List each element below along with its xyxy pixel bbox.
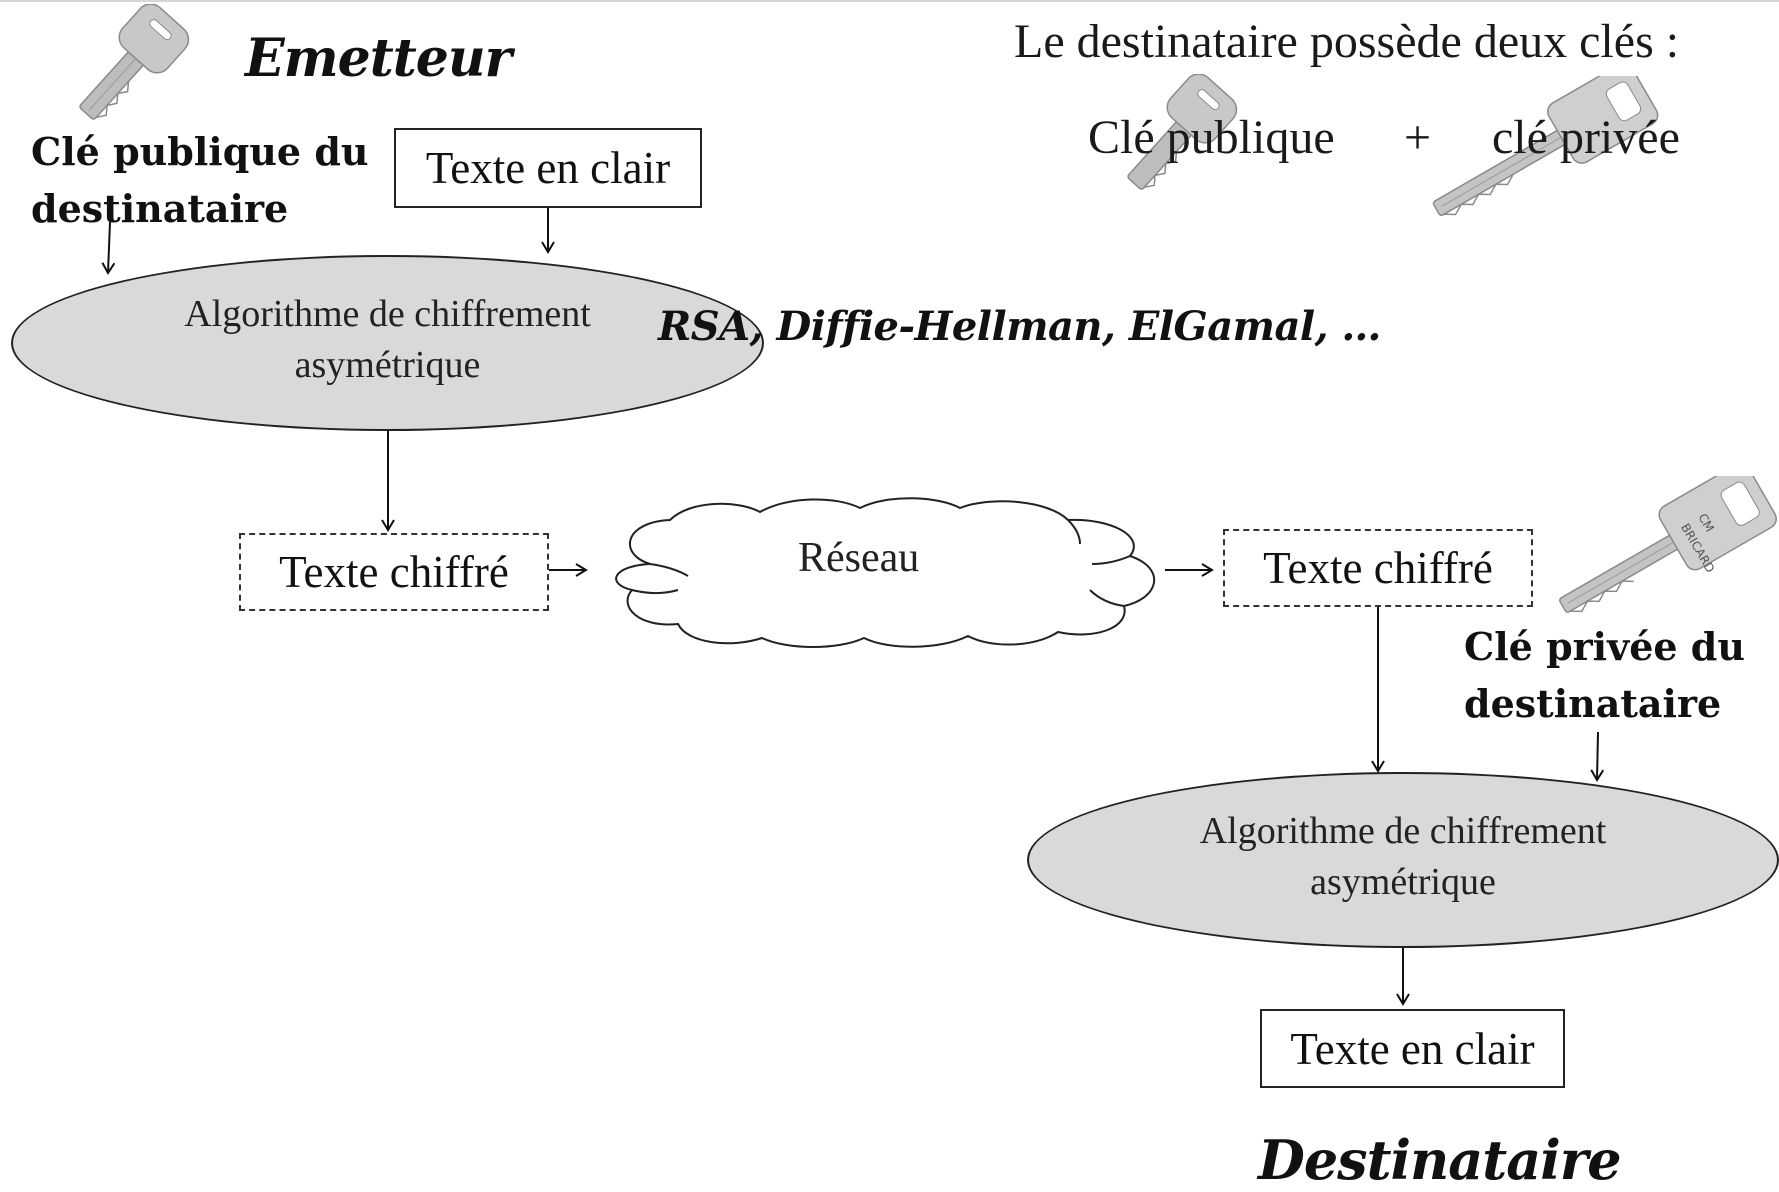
- public-key-icon: [1127, 74, 1238, 190]
- ciphertext-sent-label: Texte chiffré: [279, 547, 509, 597]
- sender-key-label-line2: destinataire: [31, 186, 289, 231]
- sender-title: Emetteur: [245, 28, 512, 89]
- receiver-key-label: Clé privée du destinataire: [1464, 618, 1745, 732]
- receiver-key-label-line2: destinataire: [1464, 681, 1722, 726]
- plaintext-input-box: Texte en clair: [394, 128, 702, 208]
- receiver-keys-header: Le destinataire possède deux clés :: [1014, 15, 1680, 68]
- public-key-word: Clé publique: [1088, 111, 1335, 164]
- plaintext-output-box: Texte en clair: [1260, 1009, 1565, 1088]
- encryption-algorithm-line1: Algorithme de chiffrement: [184, 293, 591, 335]
- receiver-key-label-line1: Clé privée du: [1464, 624, 1745, 669]
- network-cloud: [615, 497, 1156, 648]
- sender-key-label-line1: Clé publique du: [31, 129, 369, 174]
- decryption-algorithm-line1: Algorithme de chiffrement: [1199, 810, 1607, 852]
- private-key-icon: [1432, 76, 1659, 216]
- plus-sign: +: [1404, 111, 1432, 164]
- decryption-algorithm-line2: asymétrique: [1310, 861, 1496, 903]
- arrow-privkey-to-decrypt: [1590, 731, 1605, 782]
- algorithm-examples: RSA, Diffie-Hellman, ElGamal, …: [658, 303, 1381, 350]
- ciphertext-sent-box: Texte chiffré: [239, 533, 549, 611]
- arrow-pubkey-to-encrypt: [101, 221, 116, 275]
- decryption-algorithm-node: Algorithme de chiffrement asymétrique: [1027, 772, 1779, 948]
- private-key-icon: BRICARD CM: [1559, 476, 1777, 613]
- encryption-algorithm-node: Algorithme de chiffrement asymétrique: [11, 255, 764, 431]
- encryption-algorithm-line2: asymétrique: [294, 344, 481, 386]
- top-border: [0, 0, 1779, 2]
- sender-key-label: Clé publique du destinataire: [31, 123, 369, 237]
- plaintext-input-label: Texte en clair: [425, 143, 671, 193]
- receiver-title: Destinataire: [1258, 1128, 1622, 1192]
- ciphertext-received-box: Texte chiffré: [1223, 529, 1533, 607]
- private-key-word: clé privée: [1492, 111, 1680, 164]
- plaintext-output-label: Texte en clair: [1290, 1023, 1535, 1074]
- public-key-icon: [79, 4, 190, 120]
- ciphertext-received-label: Texte chiffré: [1263, 543, 1493, 593]
- network-label: Réseau: [798, 535, 920, 581]
